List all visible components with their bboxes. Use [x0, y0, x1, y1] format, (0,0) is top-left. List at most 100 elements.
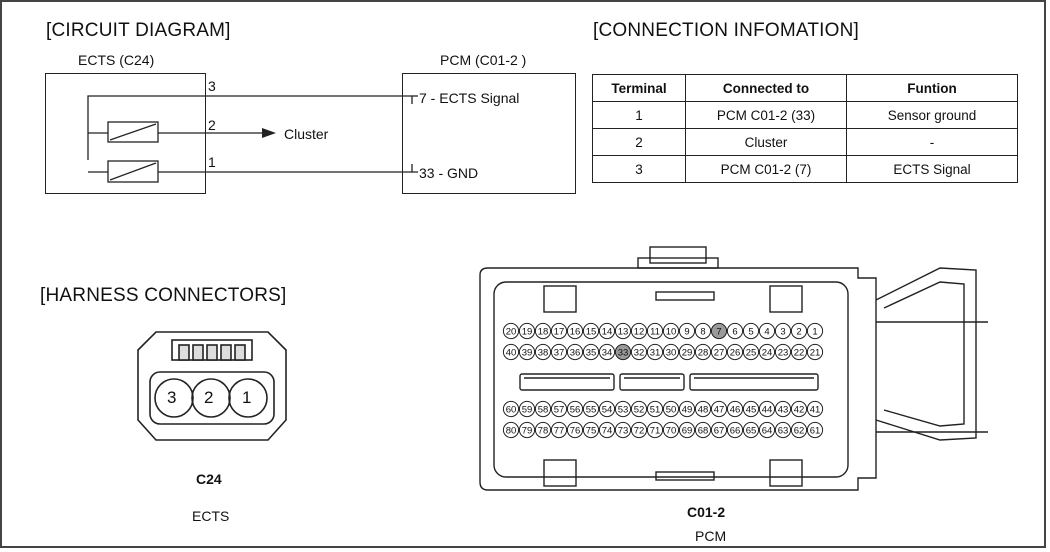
pcm-pin-label: 25: [746, 348, 757, 359]
pcm-pin-label: 21: [810, 348, 821, 359]
c24-pin-2: [191, 378, 231, 418]
pcm-pin-75: [582, 421, 600, 439]
pcm-pin-label: 74: [602, 426, 613, 437]
pcm-pin-label: 15: [586, 327, 597, 338]
pcm-pin-label: 14: [602, 327, 613, 338]
pcm-pin-35: [582, 343, 600, 361]
pcm-pin-label: 75: [586, 426, 597, 437]
pcm-pin-64: [758, 421, 776, 439]
pcm-pin-31: [646, 343, 664, 361]
pcm-pin-74: [598, 421, 616, 439]
table-cell: ECTS Signal: [846, 155, 1018, 183]
circuit-diagram-title: [CIRCUIT DIAGRAM]: [46, 20, 231, 41]
pcm-pin-26: [726, 343, 744, 361]
pcm-pin-label: 56: [570, 405, 581, 416]
pcm-pin-4: [758, 322, 776, 340]
pcm-pin-label: 46: [730, 405, 741, 416]
pcm-pin-label: 17: [554, 327, 565, 338]
pcm-pin-label: 52: [634, 405, 645, 416]
c24-pin-1: [228, 378, 268, 418]
c24-name: C24: [196, 471, 222, 487]
pcm-pin-67: [710, 421, 728, 439]
pcm-pin-66: [726, 421, 744, 439]
ects-pin3-label: 3: [208, 78, 216, 94]
c24-pin-cavity: [149, 371, 275, 425]
pcm-pin-36: [566, 343, 584, 361]
connection-info-title: [CONNECTION INFOMATION]: [593, 20, 860, 41]
c012-name: C01-2: [687, 504, 726, 520]
pcm-pin-label: 58: [538, 405, 549, 416]
pcm-pin-label: 31: [650, 348, 661, 359]
pcm-pin-label: 42: [794, 405, 805, 416]
pcm-pin-6: [726, 322, 744, 340]
pcm-pin-39: [518, 343, 536, 361]
pcm-pin-34: [598, 343, 616, 361]
pcm-pin-label: 1: [812, 327, 817, 338]
harness-connectors-title: [HARNESS CONNECTORS]: [40, 285, 287, 306]
pcm-pin-73: [614, 421, 632, 439]
pcm-pin-label: 11: [650, 327, 660, 338]
pcm-pin-80: [502, 421, 520, 439]
pcm-pin-50: [662, 400, 680, 418]
pcm-pin-label: 12: [634, 327, 645, 338]
connection-table: Terminal Connected to Funtion 1 PCM C01-…: [592, 74, 1018, 183]
pcm-pin-46: [726, 400, 744, 418]
pcm-pin-label: 57: [554, 405, 565, 416]
pcm-pin33-label: 33 - GND: [419, 165, 479, 181]
c012-center-slot: [519, 373, 615, 391]
c012-center-slot: [689, 373, 819, 391]
c24-pin-label: 3: [167, 388, 177, 407]
pcm-pin-17: [550, 322, 568, 340]
pcm-pin7-label: 7 - ECTS Signal: [419, 90, 520, 106]
upper-sensor-element: [107, 121, 159, 143]
pcm-pin-label: 3: [780, 327, 785, 338]
pcm-pin-49: [678, 400, 696, 418]
pcm-pin-label: 26: [730, 348, 741, 359]
table-cell: 3: [592, 155, 686, 183]
pcm-pin-32: [630, 343, 648, 361]
cluster-arrow-icon: [262, 128, 276, 138]
pcm-pin-label: 5: [748, 327, 753, 338]
pcm-pin-41: [806, 400, 824, 418]
pcm-pin-label: 27: [714, 348, 725, 359]
pcm-pin-label: 61: [810, 426, 821, 437]
pcm-pin-52: [630, 400, 648, 418]
pcm-pin-label: 8: [700, 327, 705, 338]
table-row: 3 PCM C01-2 (7) ECTS Signal: [592, 155, 1018, 183]
pcm-pin-2: [790, 322, 808, 340]
pcm-pin-label: 53: [618, 405, 629, 416]
pcm-pin-72: [630, 421, 648, 439]
pcm-pin-23: [774, 343, 792, 361]
pcm-pin-label: 68: [698, 426, 709, 437]
c012-center-slot: [619, 373, 685, 391]
pcm-pin-label: 62: [794, 426, 805, 437]
pcm-pin-label: 76: [570, 426, 581, 437]
pcm-pin-label: 43: [778, 405, 789, 416]
header-connected-to: Connected to: [685, 74, 847, 102]
table-row: 1 PCM C01-2 (33) Sensor ground: [592, 101, 1018, 129]
pcm-pin-51: [646, 400, 664, 418]
pcm-pin-18: [534, 322, 552, 340]
pcm-pin-label: 78: [538, 426, 549, 437]
pcm-pin-30: [662, 343, 680, 361]
pcm-pin-1: [806, 322, 824, 340]
table-cell: Sensor ground: [846, 101, 1018, 129]
pcm-pin-label: 30: [666, 348, 677, 359]
pcm-pin-42: [790, 400, 808, 418]
table-cell: PCM C01-2 (7): [685, 155, 847, 183]
pcm-pin-15: [582, 322, 600, 340]
pcm-pin-label: 60: [506, 405, 517, 416]
pcm-pin-label: 67: [714, 426, 725, 437]
pcm-pin-label: 9: [684, 327, 689, 338]
table-cell: PCM C01-2 (33): [685, 101, 847, 129]
pcm-pin-label: 16: [570, 327, 581, 338]
pcm-pin-25: [742, 343, 760, 361]
pcm-pin-37: [550, 343, 568, 361]
pcm-pin-54: [598, 400, 616, 418]
pcm-pin-label: 71: [650, 426, 661, 437]
pcm-pin-20: [502, 322, 520, 340]
lower-sensor-element: [107, 160, 159, 183]
